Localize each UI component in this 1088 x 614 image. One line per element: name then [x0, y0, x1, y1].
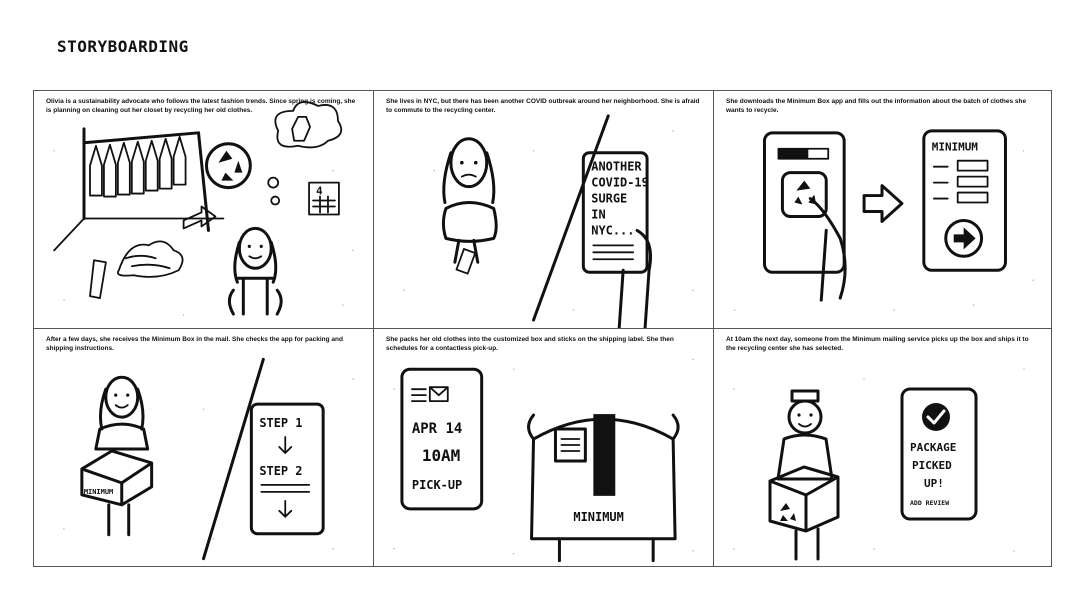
olivia-figure — [227, 226, 283, 316]
storyboard-panel-1: 4 Olivia is a sustainability advocate wh… — [34, 91, 374, 329]
phone-text-time: 10AM — [422, 446, 460, 465]
instructions-phone-drawing: STEP 1 STEP 2 — [249, 402, 325, 536]
divider-stroke — [532, 114, 610, 322]
app-phone-drawing — [763, 131, 847, 302]
phone-text-line-2: PICKED — [912, 459, 952, 472]
phone-text-date: APR 14 — [412, 421, 462, 437]
phone-text-line-3: UP! — [924, 477, 944, 490]
panel-2-caption: She lives in NYC, but there has been ano… — [386, 98, 700, 114]
minimum-app-phone-drawing: MINIMUM — [922, 129, 1007, 272]
panel-4-sketch: MINIMUM STEP 1 STEP 2 — [63, 357, 354, 561]
calendar-number: 4 — [316, 185, 323, 198]
phone-text-add-review: ADD REVIEW — [910, 499, 949, 507]
calendar-drawing: 4 — [308, 181, 340, 216]
packed-box-drawing: MINIMUM — [527, 413, 680, 563]
dot-grid — [393, 358, 694, 555]
dot-grid — [53, 149, 354, 316]
recycle-thought-bubble — [204, 101, 343, 206]
phone-text-pickup: PICK-UP — [412, 478, 462, 492]
dot-grid — [733, 149, 1035, 311]
panel-2-sketch: ANOTHER COVID-19 SURGE IN NYC... — [403, 114, 694, 328]
panel-5-sketch: APR 14 10AM PICK-UP MINIMUM — [393, 358, 694, 563]
phone-text-line-2: COVID-19 — [591, 176, 649, 190]
storyboard-grid: 4 Olivia is a sustainability advocate wh… — [33, 90, 1052, 567]
storyboard-panel-5: APR 14 10AM PICK-UP MINIMUM She packs he… — [374, 329, 714, 566]
phone-text-line-3: SURGE — [591, 192, 627, 206]
arrow-right-drawing — [862, 184, 904, 223]
panel-1-sketch: 4 — [53, 101, 354, 316]
dot-grid — [733, 368, 1025, 552]
storyboard-panel-3: MINIMUM She downloads the Minimum Box ap… — [714, 91, 1051, 329]
page-title: STORYBOARDING — [57, 37, 189, 56]
app-header-text: MINIMUM — [932, 141, 979, 154]
dot-grid — [403, 130, 694, 311]
panel-3-caption: She downloads the Minimum Box app and fi… — [726, 98, 1027, 114]
phone-text-line-1: ANOTHER — [591, 160, 642, 174]
worried-olivia-figure — [441, 137, 498, 275]
phone-text-step-1: STEP 1 — [259, 416, 302, 430]
panel-1-caption: Olivia is a sustainability advocate who … — [46, 98, 356, 114]
confirmation-phone-drawing: PACKAGE PICKED UP! ADD REVIEW — [900, 387, 978, 521]
panel-5-caption: She packs her old clothes into the custo… — [386, 336, 674, 352]
panel-3-sketch: MINIMUM — [733, 129, 1035, 311]
box-label-text: MINIMUM — [573, 510, 623, 524]
dot-grid — [63, 378, 354, 550]
phone-text-line-1: PACKAGE — [910, 441, 956, 454]
phone-text-line-4: IN — [591, 207, 605, 221]
divider-stroke — [202, 357, 265, 561]
storyboard-panel-2: ANOTHER COVID-19 SURGE IN NYC... She liv… — [374, 91, 714, 329]
storyboard-panel-6: PACKAGE PICKED UP! ADD REVIEW At 10am th… — [714, 329, 1051, 566]
box-label-text: MINIMUM — [84, 488, 113, 496]
news-phone-drawing: ANOTHER COVID-19 SURGE IN NYC... — [581, 151, 653, 328]
phone-text-step-2: STEP 2 — [259, 464, 302, 478]
arrow-drawing — [182, 205, 217, 230]
clothing-rack-drawing — [53, 127, 225, 252]
phone-text-line-5: NYC... — [591, 223, 634, 237]
panel-6-caption: At 10am the next day, someone from the M… — [726, 336, 1029, 352]
courier-figure — [768, 389, 840, 561]
panel-4-caption: After a few days, she receives the Minim… — [46, 336, 343, 352]
pickup-phone-drawing: APR 14 10AM PICK-UP — [400, 367, 484, 511]
olivia-with-box-figure: MINIMUM — [80, 375, 154, 537]
clothes-pile-drawing — [89, 240, 184, 300]
panel-6-sketch: PACKAGE PICKED UP! ADD REVIEW — [733, 368, 1025, 561]
storyboard-panel-4: MINIMUM STEP 1 STEP 2 After a few days, … — [34, 329, 374, 566]
